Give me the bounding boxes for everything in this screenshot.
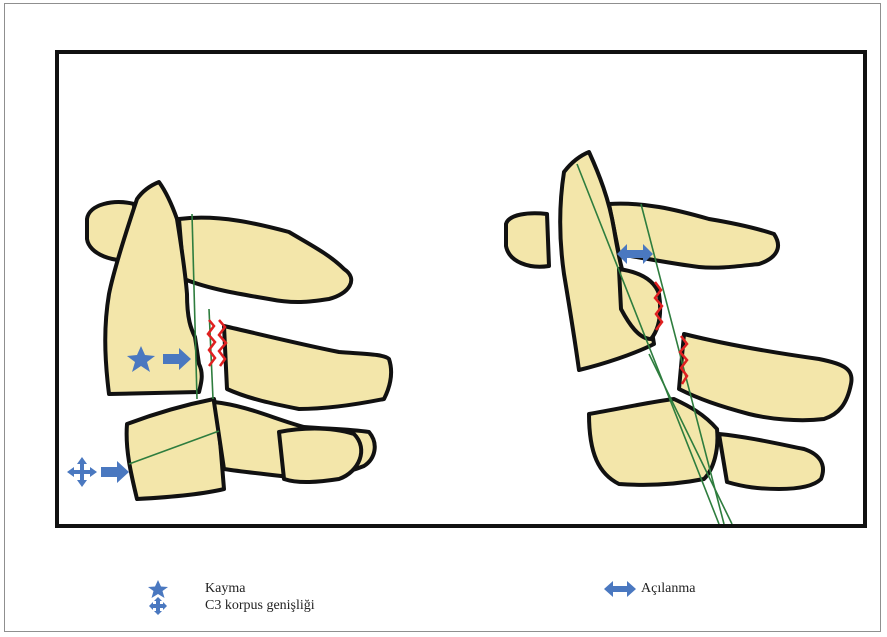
legend-label-c3-korpus: C3 korpus genişliği [205, 598, 315, 614]
right-c2-anterior-arch [506, 213, 549, 266]
legend-label-kayma: Kayma [205, 581, 245, 597]
right-c2-posterior-element [609, 204, 778, 268]
legend-item-c3-korpus: C3 korpus genişliği [145, 596, 315, 616]
vertebrae-diagram: .bone { fill: #f3e6aa; stroke: #111; str… [59, 54, 863, 524]
right-c3-posterior-element [679, 334, 852, 420]
right-spine-illustration [506, 152, 852, 524]
right-arrow-marker-2-icon [101, 461, 129, 483]
left-c3-posterior-element [224, 326, 391, 409]
left-c2-posterior-element [179, 218, 351, 302]
page-frame: .bone { fill: #f3e6aa; stroke: #111; str… [4, 3, 881, 632]
four-way-arrow-marker-icon [67, 457, 97, 487]
left-c3-body [127, 399, 224, 499]
double-arrow-icon [603, 579, 637, 599]
legend-label-acilanma: Açılanma [641, 581, 695, 597]
legend-item-acilanma: Açılanma [603, 579, 695, 599]
right-c4-posterior-element [719, 434, 823, 489]
left-c4-articular [279, 429, 361, 483]
right-c2-body [560, 152, 654, 370]
left-spine-illustration [67, 182, 391, 499]
diagram-box: .bone { fill: #f3e6aa; stroke: #111; str… [55, 50, 867, 528]
four-way-arrow-icon [145, 596, 171, 616]
